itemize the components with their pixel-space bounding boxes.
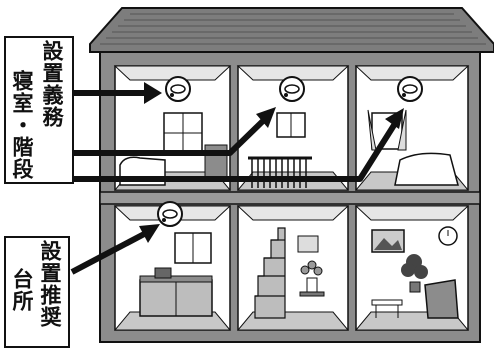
- recommended-rooms: 台所: [10, 268, 34, 312]
- bed: [395, 153, 458, 185]
- room-stair-hall-lower: [238, 206, 348, 330]
- floor-divider: [100, 192, 480, 204]
- smoke-detector-icon: [166, 77, 190, 101]
- armchair: [425, 280, 458, 318]
- recommended-title: 設置推奨: [38, 240, 62, 328]
- smoke-detector-icon: [158, 202, 182, 226]
- mandatory-rooms: 寝室・階段: [10, 70, 34, 180]
- room-living: [356, 206, 468, 330]
- dresser: [205, 145, 227, 177]
- smoke-detector-icon: [398, 77, 422, 101]
- coffee-table: [372, 300, 402, 305]
- wall-picture: [298, 236, 318, 252]
- house-roof: [90, 8, 494, 52]
- microwave: [155, 268, 171, 278]
- smoke-detector-icon: [280, 77, 304, 101]
- mandatory-title: 設置義務: [40, 40, 64, 128]
